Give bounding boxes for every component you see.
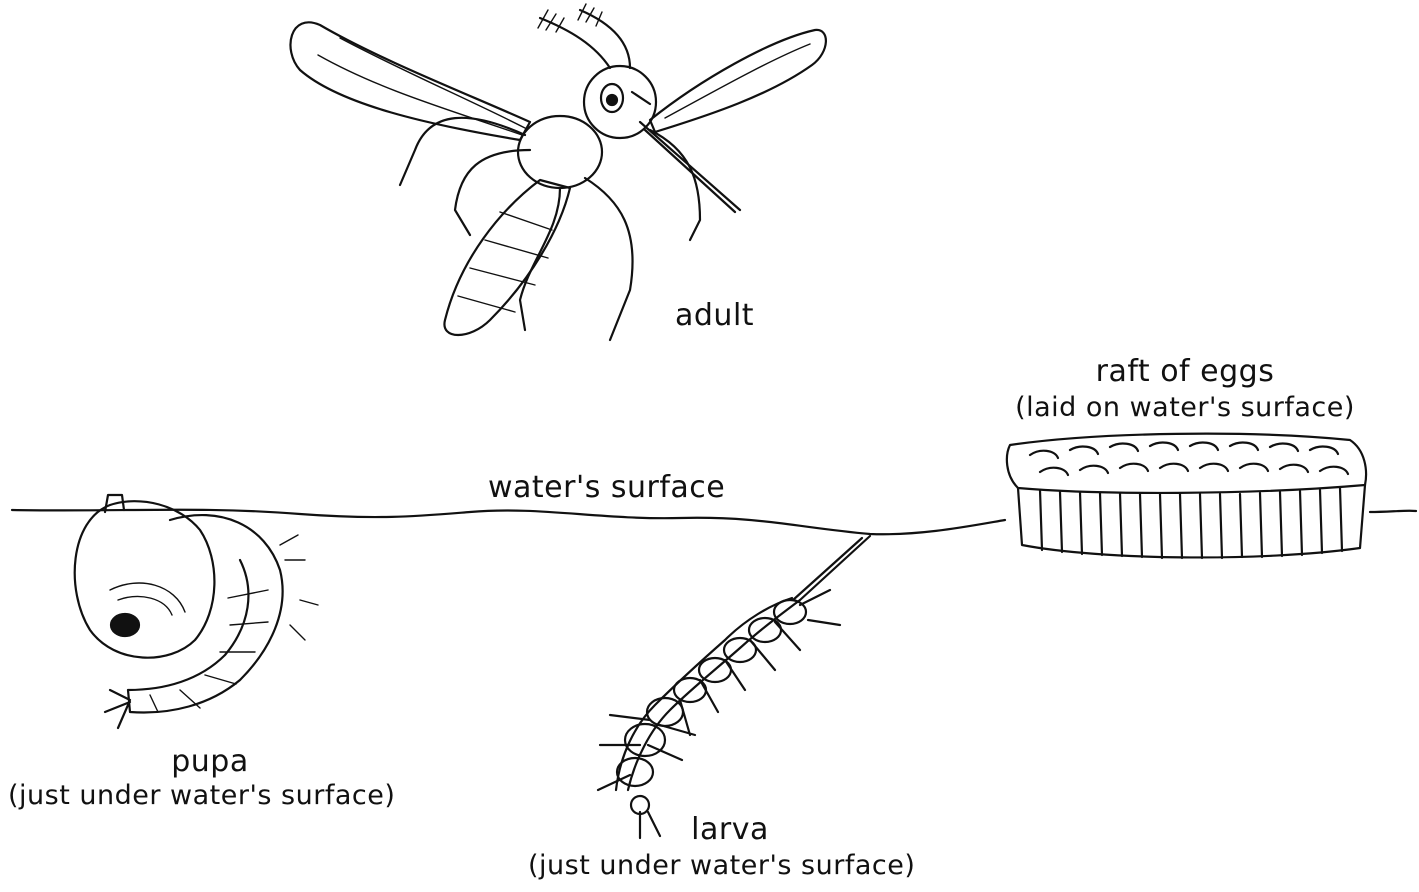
pupa-tail-paddle [105,690,130,728]
adult-abdomen [444,180,570,335]
adult-thorax [518,116,602,188]
pupa-illustration [75,495,318,728]
adult-mosquito-illustration [290,4,825,340]
adult-right-wing [650,30,826,132]
water-surface-label: water's surface [488,472,725,504]
larva-note: (just under water's surface) [528,850,915,882]
water-surface-line [12,510,1416,535]
larva-siphon [793,536,870,600]
egg-raft-illustration [1007,434,1366,558]
larva-illustration [598,536,870,838]
adult-label: adult [675,300,754,332]
adult-leg [585,178,633,340]
pupa-head-case [75,501,215,657]
adult-leg [520,188,560,330]
larva-label: larva [670,814,790,846]
pupa-abdomen [128,515,283,712]
pupa-note: (just under water's surface) [8,780,395,812]
adult-antenna-left [540,18,610,68]
egg-raft-side [1018,485,1365,557]
raft-of-eggs-label: raft of eggs [1060,356,1310,388]
raft-of-eggs-note: (laid on water's surface) [990,392,1380,424]
egg-raft-top [1007,434,1366,493]
pupa-eye [111,614,139,636]
adult-leg [650,130,700,240]
pupa-label: pupa [150,746,270,778]
